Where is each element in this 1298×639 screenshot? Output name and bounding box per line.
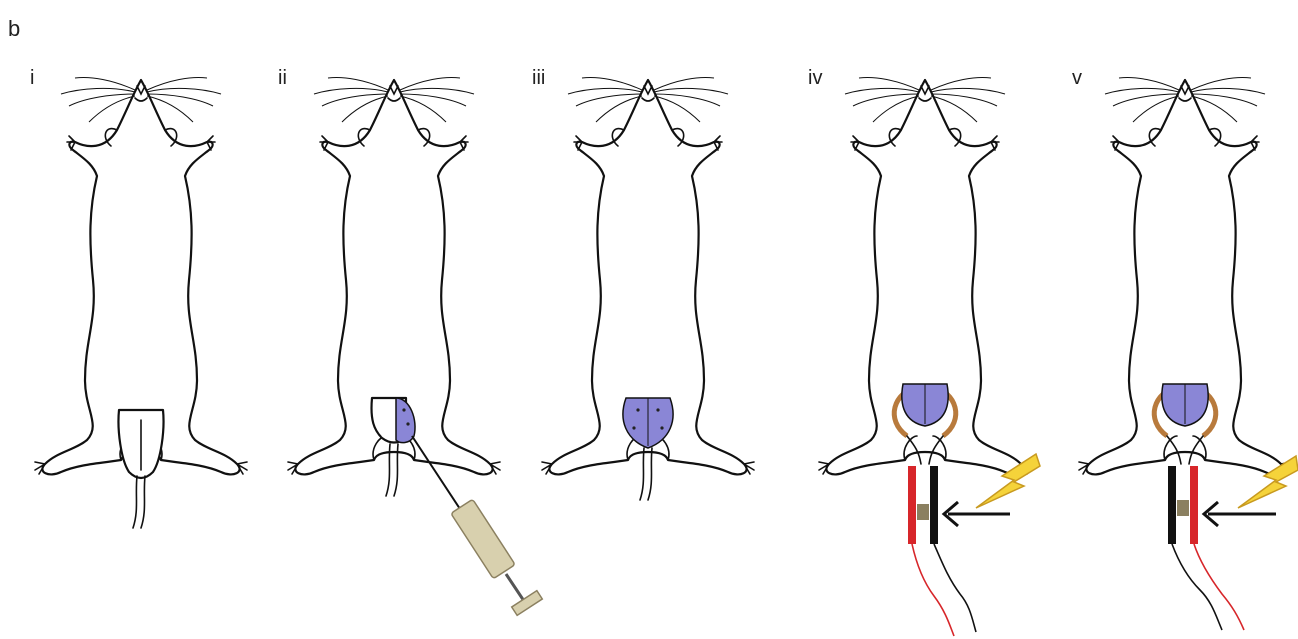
figure-label: b bbox=[8, 16, 20, 41]
red-electrode bbox=[1190, 466, 1198, 544]
tissue-sample bbox=[917, 504, 929, 520]
tissue-sample bbox=[1177, 500, 1189, 516]
red-wire bbox=[1194, 544, 1244, 630]
electrode-pair bbox=[908, 466, 976, 636]
panel-iii: iii bbox=[532, 67, 754, 500]
panel-v: v bbox=[1072, 67, 1298, 630]
mouse-outline bbox=[819, 78, 1031, 475]
panel-label-i: i bbox=[30, 67, 34, 89]
mouse-outline bbox=[542, 78, 754, 501]
panel-ii: ii bbox=[278, 67, 542, 615]
black-electrode bbox=[930, 466, 938, 544]
black-electrode bbox=[1168, 466, 1176, 544]
panel-label-v: v bbox=[1072, 67, 1082, 89]
electrode-pair bbox=[1168, 466, 1244, 630]
arrow-icon bbox=[944, 502, 1010, 526]
black-wire bbox=[1172, 544, 1222, 630]
panel-iv: iv bbox=[808, 67, 1040, 636]
mouse-outline bbox=[1079, 78, 1291, 475]
red-electrode bbox=[908, 466, 916, 544]
red-wire bbox=[912, 544, 954, 636]
mouse-outline bbox=[288, 78, 500, 497]
mouse-outline bbox=[35, 78, 247, 529]
panel-label-iv: iv bbox=[808, 67, 822, 89]
black-wire bbox=[934, 544, 976, 632]
panel-label-ii: ii bbox=[278, 67, 287, 89]
panel-i: i bbox=[30, 67, 247, 528]
panel-label-iii: iii bbox=[532, 67, 545, 89]
